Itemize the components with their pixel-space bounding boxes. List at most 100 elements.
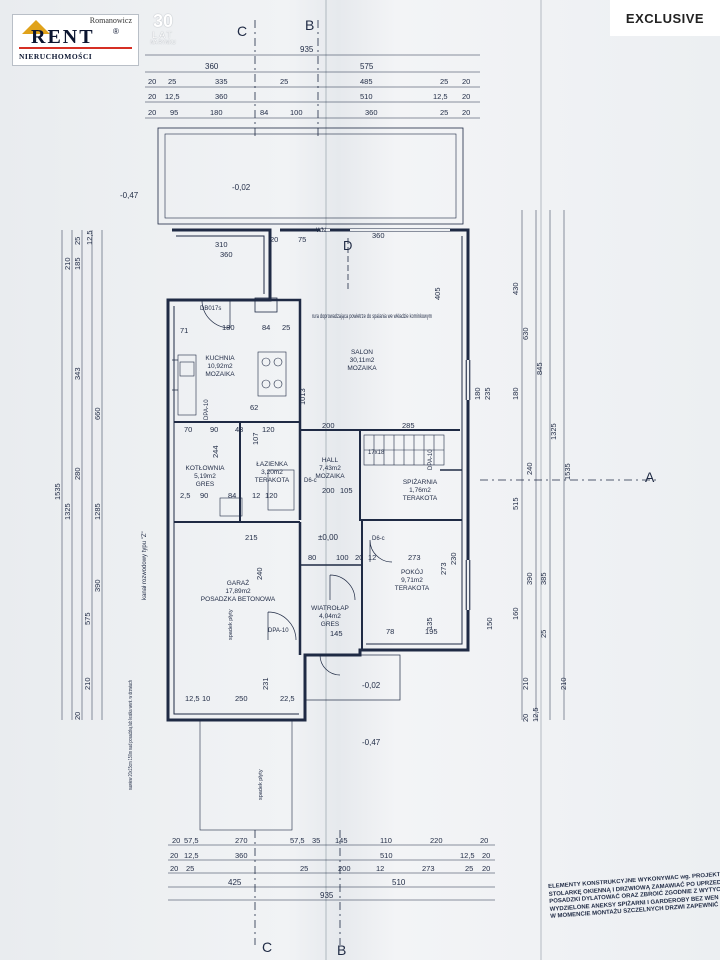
inner-dim: 215 <box>245 533 258 542</box>
room-hall: HALL 7,43m2 MOZAIKA <box>315 457 345 480</box>
room-name: WIATROŁAP <box>311 605 349 612</box>
inner-dim: 22,5 <box>280 694 295 703</box>
anniversary-small: NA RYNKU <box>150 40 176 46</box>
inner-dim: 150 <box>485 617 494 630</box>
room-area: 10,92m2 <box>207 363 233 370</box>
dim-left: 185 <box>73 257 82 270</box>
driveway <box>199 719 293 831</box>
door-code: DB017s <box>200 306 221 312</box>
stove-burner <box>273 357 283 367</box>
stove-burner <box>261 357 271 367</box>
anniversary-badge: 30 LAT NA RYNKU <box>146 12 180 46</box>
slope-note: spadek płyty <box>258 769 264 800</box>
door-code: DPA-10 <box>204 399 210 420</box>
dim-bottom: 20 <box>480 836 488 845</box>
dim-right: 240 <box>525 462 534 475</box>
dim-bottom: 25 <box>300 864 308 873</box>
logo-bar <box>19 47 132 49</box>
inner-dim: 100 <box>336 553 349 562</box>
dim-right: 845 <box>535 362 544 375</box>
outer-wall-inner <box>173 306 299 715</box>
door-code: DPA-10 <box>428 449 434 470</box>
inner-dim: 12 <box>252 491 260 500</box>
dim-bottom: 935 <box>320 891 334 900</box>
dim-top: 20 <box>462 77 470 86</box>
room-vestibule: WIATROŁAP 4,04m2 GRES <box>311 605 349 628</box>
kitchen-counter <box>177 354 197 416</box>
inner-dim: 75 <box>298 235 306 244</box>
logo-subtitle: NIERUCHOMOŚCI <box>19 52 93 61</box>
dim-bottom: 110 <box>380 836 392 845</box>
dim-right: 390 <box>525 572 534 585</box>
section-mark-b-bottom: B <box>337 942 346 958</box>
dim-bottom: 273 <box>422 864 435 873</box>
room-kitchen: KUCHNIA 10,92m2 MOZAIKA <box>205 355 235 378</box>
inner-dim: 120 <box>265 491 278 500</box>
stove-burner <box>261 379 271 389</box>
inner-dim: 145 <box>330 629 343 638</box>
paper-fold <box>325 0 327 960</box>
dim-left: 660 <box>93 407 102 420</box>
inner-dim: 235 <box>483 387 492 400</box>
dim-bottom: 35 <box>312 836 320 845</box>
dim-right: 180 <box>511 387 520 400</box>
room-area: 4,04m2 <box>319 613 341 620</box>
dim-top: 180 <box>210 108 223 117</box>
inner-dim: 310 <box>215 240 228 249</box>
inner-dim: 84 <box>262 323 270 332</box>
dim-top: 12,5 <box>433 92 448 101</box>
dim-top-row5: 20 95 180 84 100 360 25 20 <box>148 108 470 117</box>
dim-left: 1325 <box>63 503 72 520</box>
hall-east-wall <box>359 430 462 521</box>
dim-top-row4: 20 12,5 360 510 12,5 20 <box>148 92 470 101</box>
room-name: SALON <box>351 349 373 356</box>
dim-bottom: 145 <box>335 836 348 845</box>
room-name: KOTŁOWNIA <box>185 465 225 472</box>
inner-dim: 12,5 <box>185 694 200 703</box>
dim-left: 20 <box>73 712 82 720</box>
overhang-inner <box>164 133 457 219</box>
dim-right: 515 <box>511 497 520 510</box>
dim-left: 575 <box>83 612 92 625</box>
room-floor: GRES <box>321 621 340 628</box>
inner-dim: 105 <box>340 486 353 495</box>
level-mark: -0,47 <box>120 191 139 200</box>
logo-name: RENT <box>31 26 95 48</box>
inner-dim: 62 <box>250 403 258 412</box>
inner-dim: 180 <box>222 323 235 332</box>
air-duct-note: rura doprowadzająca powietrze do spalani… <box>312 314 432 320</box>
roof-icon <box>22 20 50 34</box>
room-floor: TERAKOTA <box>395 585 430 592</box>
inner-dim: 180 <box>473 387 482 400</box>
exclusive-badge: EXCLUSIVE <box>610 0 720 36</box>
inner-dim: 250 <box>235 694 248 703</box>
boiler <box>219 497 243 517</box>
dim-bottom: 20 <box>172 836 180 845</box>
duct-note: kanał rozwodowy typu "Z" <box>142 531 148 600</box>
room-floor: MOZAIKA <box>205 371 235 378</box>
inner-dim: 200 <box>322 421 335 430</box>
slope-note: spadek płyty <box>228 609 234 640</box>
dim-top: 510 <box>360 92 373 101</box>
dim-top: 12,5 <box>165 92 180 101</box>
inner-dim: 230 <box>449 552 458 565</box>
dim-left: 25 <box>73 237 82 245</box>
rent-logo[interactable]: Romanowicz RENT ® NIERUCHOMOŚCI <box>12 14 139 66</box>
room-name: KUCHNIA <box>205 355 235 362</box>
dim-right: 12,5 <box>531 707 540 722</box>
inner-dim: 20 <box>270 235 278 244</box>
room-area: 1,76m2 <box>409 487 431 494</box>
dim-bottom: 360 <box>235 851 248 860</box>
room-garage: GARAŻ 17,89m2 POSADZKA BETONOWA <box>201 578 276 603</box>
dim-top: 25 <box>440 108 448 117</box>
door-code: WN <box>316 228 326 234</box>
room-bedroom: POKÓJ 9,71m2 TERAKOTA <box>395 567 430 592</box>
dim-top: 20 <box>462 108 470 117</box>
room-floor: TERAKOTA <box>255 477 290 484</box>
dim-top: 360 <box>215 92 228 101</box>
door-entrance-arc <box>319 654 341 676</box>
window-room-east-frame <box>465 560 471 610</box>
inner-dim: 285 <box>402 421 415 430</box>
dim-right: 1325 <box>549 423 558 440</box>
inner-dim: 1013 <box>298 388 307 405</box>
